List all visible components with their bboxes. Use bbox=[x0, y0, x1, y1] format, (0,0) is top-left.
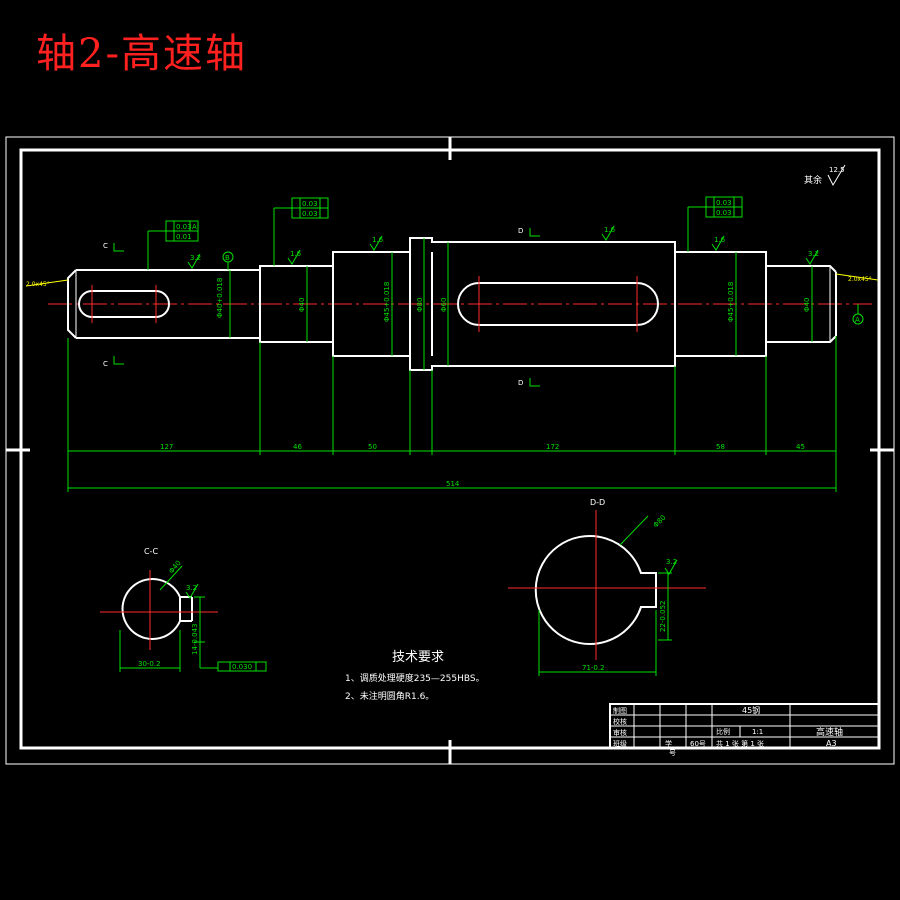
roughness-label-3: 1.6 bbox=[372, 236, 384, 244]
section-cc-view bbox=[100, 570, 218, 650]
tolerance-frame-1 bbox=[147, 220, 199, 270]
datum-b-label: B bbox=[225, 254, 230, 262]
section-dd-width: 71-0.2 bbox=[582, 664, 605, 672]
tech-req-item-1: 1、调质处理硬度235—255HBS。 bbox=[345, 672, 485, 684]
keyway-centerlines bbox=[91, 276, 638, 332]
diameter-labels: Φ40+0.018 Φ40 Φ45+0.018 Φ80 Φ60 Φ45+0.01… bbox=[216, 278, 811, 322]
title-extra-3: 60号 bbox=[690, 740, 706, 748]
title-extra-2: 号 bbox=[669, 749, 676, 757]
tech-req-item-2: 2、未注明圆角R1.6。 bbox=[345, 690, 434, 702]
other-finish-symbol bbox=[827, 164, 846, 187]
keyway-right bbox=[457, 282, 659, 326]
section-mark-d-bottom: D bbox=[518, 379, 523, 387]
title-block bbox=[609, 703, 880, 749]
chamfer-leader-right bbox=[835, 273, 879, 281]
length-label-2: 46 bbox=[293, 443, 302, 451]
diameter-label-5: Φ60 bbox=[440, 298, 448, 312]
inner-frame bbox=[19, 148, 881, 750]
title-material: 45钢 bbox=[742, 705, 760, 715]
tolerance-frame-5-value: 0.03 bbox=[716, 199, 732, 207]
other-finish-value: 12.5 bbox=[829, 166, 845, 174]
diameter-label-4: Φ80 bbox=[416, 298, 424, 312]
tolerance-frame-1-value: 0.03 bbox=[176, 223, 192, 231]
roughness-label-1: 3.2 bbox=[190, 254, 201, 262]
section-cc-dimensions bbox=[119, 565, 267, 672]
section-cc-width: 30-0.2 bbox=[138, 660, 161, 668]
section-dd-dia: Φ80 bbox=[652, 514, 668, 530]
section-cc-tol: 0.030 bbox=[232, 663, 252, 671]
length-label-5: 58 bbox=[716, 443, 725, 451]
diameter-label-3: Φ45+0.018 bbox=[383, 282, 391, 322]
tolerance-frame-4-value: 0.03 bbox=[302, 210, 318, 218]
diameter-label-2: Φ40 bbox=[298, 298, 306, 312]
length-extension-lines bbox=[67, 336, 837, 492]
diameter-label-1: Φ40+0.018 bbox=[216, 278, 224, 318]
datum-a-label: A bbox=[855, 316, 860, 324]
length-label-3: 50 bbox=[368, 443, 377, 451]
page-title: 轴2-高速轴 bbox=[36, 31, 247, 77]
chamfer-label-left: 2.0x45° bbox=[26, 281, 50, 288]
section-mark-c-bottom: C bbox=[103, 360, 108, 368]
title-sheet-info: 共 1 张 第 1 张 bbox=[716, 739, 764, 748]
tolerance-frame-1-ref: A bbox=[192, 223, 197, 231]
section-dd-label: D-D bbox=[590, 498, 605, 507]
tech-req-title: 技术要求 bbox=[392, 650, 444, 665]
section-cut-marks bbox=[113, 228, 540, 387]
title-row-label-1: 制图 bbox=[613, 706, 627, 715]
diameter-label-6: Φ45+0.018 bbox=[727, 282, 735, 322]
diameter-label-7: Φ40 bbox=[803, 298, 811, 312]
section-mark-d-top: D bbox=[518, 227, 523, 235]
roughness-label-6: 3.2 bbox=[808, 250, 819, 258]
diameter-dimension-lines bbox=[229, 238, 813, 370]
section-dd-roughness: 3.2 bbox=[666, 558, 677, 566]
tolerance-frame-6-value: 0.03 bbox=[716, 209, 732, 217]
tolerance-frame-2-value: 0.01 bbox=[176, 233, 192, 241]
frame-center-marks bbox=[6, 137, 894, 764]
other-finish-label: 其余 bbox=[804, 174, 822, 186]
chamfer-leader-left bbox=[25, 279, 69, 287]
roughness-label-5: 1.6 bbox=[714, 236, 726, 244]
section-mark-c-top: C bbox=[103, 242, 108, 250]
length-label-1: 127 bbox=[160, 443, 173, 451]
title-extra-1: 学 bbox=[665, 739, 672, 748]
title-drawing-no: A3 bbox=[826, 739, 837, 748]
title-scale-label: 比例 bbox=[716, 727, 730, 736]
section-cc-label: C-C bbox=[144, 547, 158, 556]
roughness-symbols bbox=[187, 225, 819, 269]
section-cc-depth: 14-0.043 bbox=[191, 624, 199, 655]
title-row-label-2: 校核 bbox=[613, 717, 627, 726]
tolerance-frame-3-value: 0.03 bbox=[302, 200, 318, 208]
total-length-label: 514 bbox=[446, 480, 460, 488]
length-label-6: 45 bbox=[796, 443, 805, 451]
tolerance-frame-2 bbox=[273, 197, 329, 266]
section-dd-depth: 22-0.052 bbox=[659, 601, 667, 632]
chamfer-label-right: 2.0x45° bbox=[848, 276, 872, 283]
tolerance-frame-3 bbox=[687, 196, 743, 252]
roughness-label-2: 1.6 bbox=[290, 250, 302, 258]
section-dd-view bbox=[508, 510, 706, 660]
length-label-4: 172 bbox=[546, 443, 559, 451]
title-scale: 1:1 bbox=[752, 728, 763, 736]
roughness-label-4: 1.6 bbox=[604, 226, 616, 234]
section-dd-dimensions bbox=[538, 515, 678, 676]
title-row-label-4: 班级 bbox=[613, 739, 627, 748]
title-part-name: 高速轴 bbox=[816, 726, 843, 738]
section-cc-roughness: 3.2 bbox=[186, 584, 197, 592]
keyway-left bbox=[78, 290, 170, 318]
title-row-label-3: 审核 bbox=[613, 728, 627, 737]
